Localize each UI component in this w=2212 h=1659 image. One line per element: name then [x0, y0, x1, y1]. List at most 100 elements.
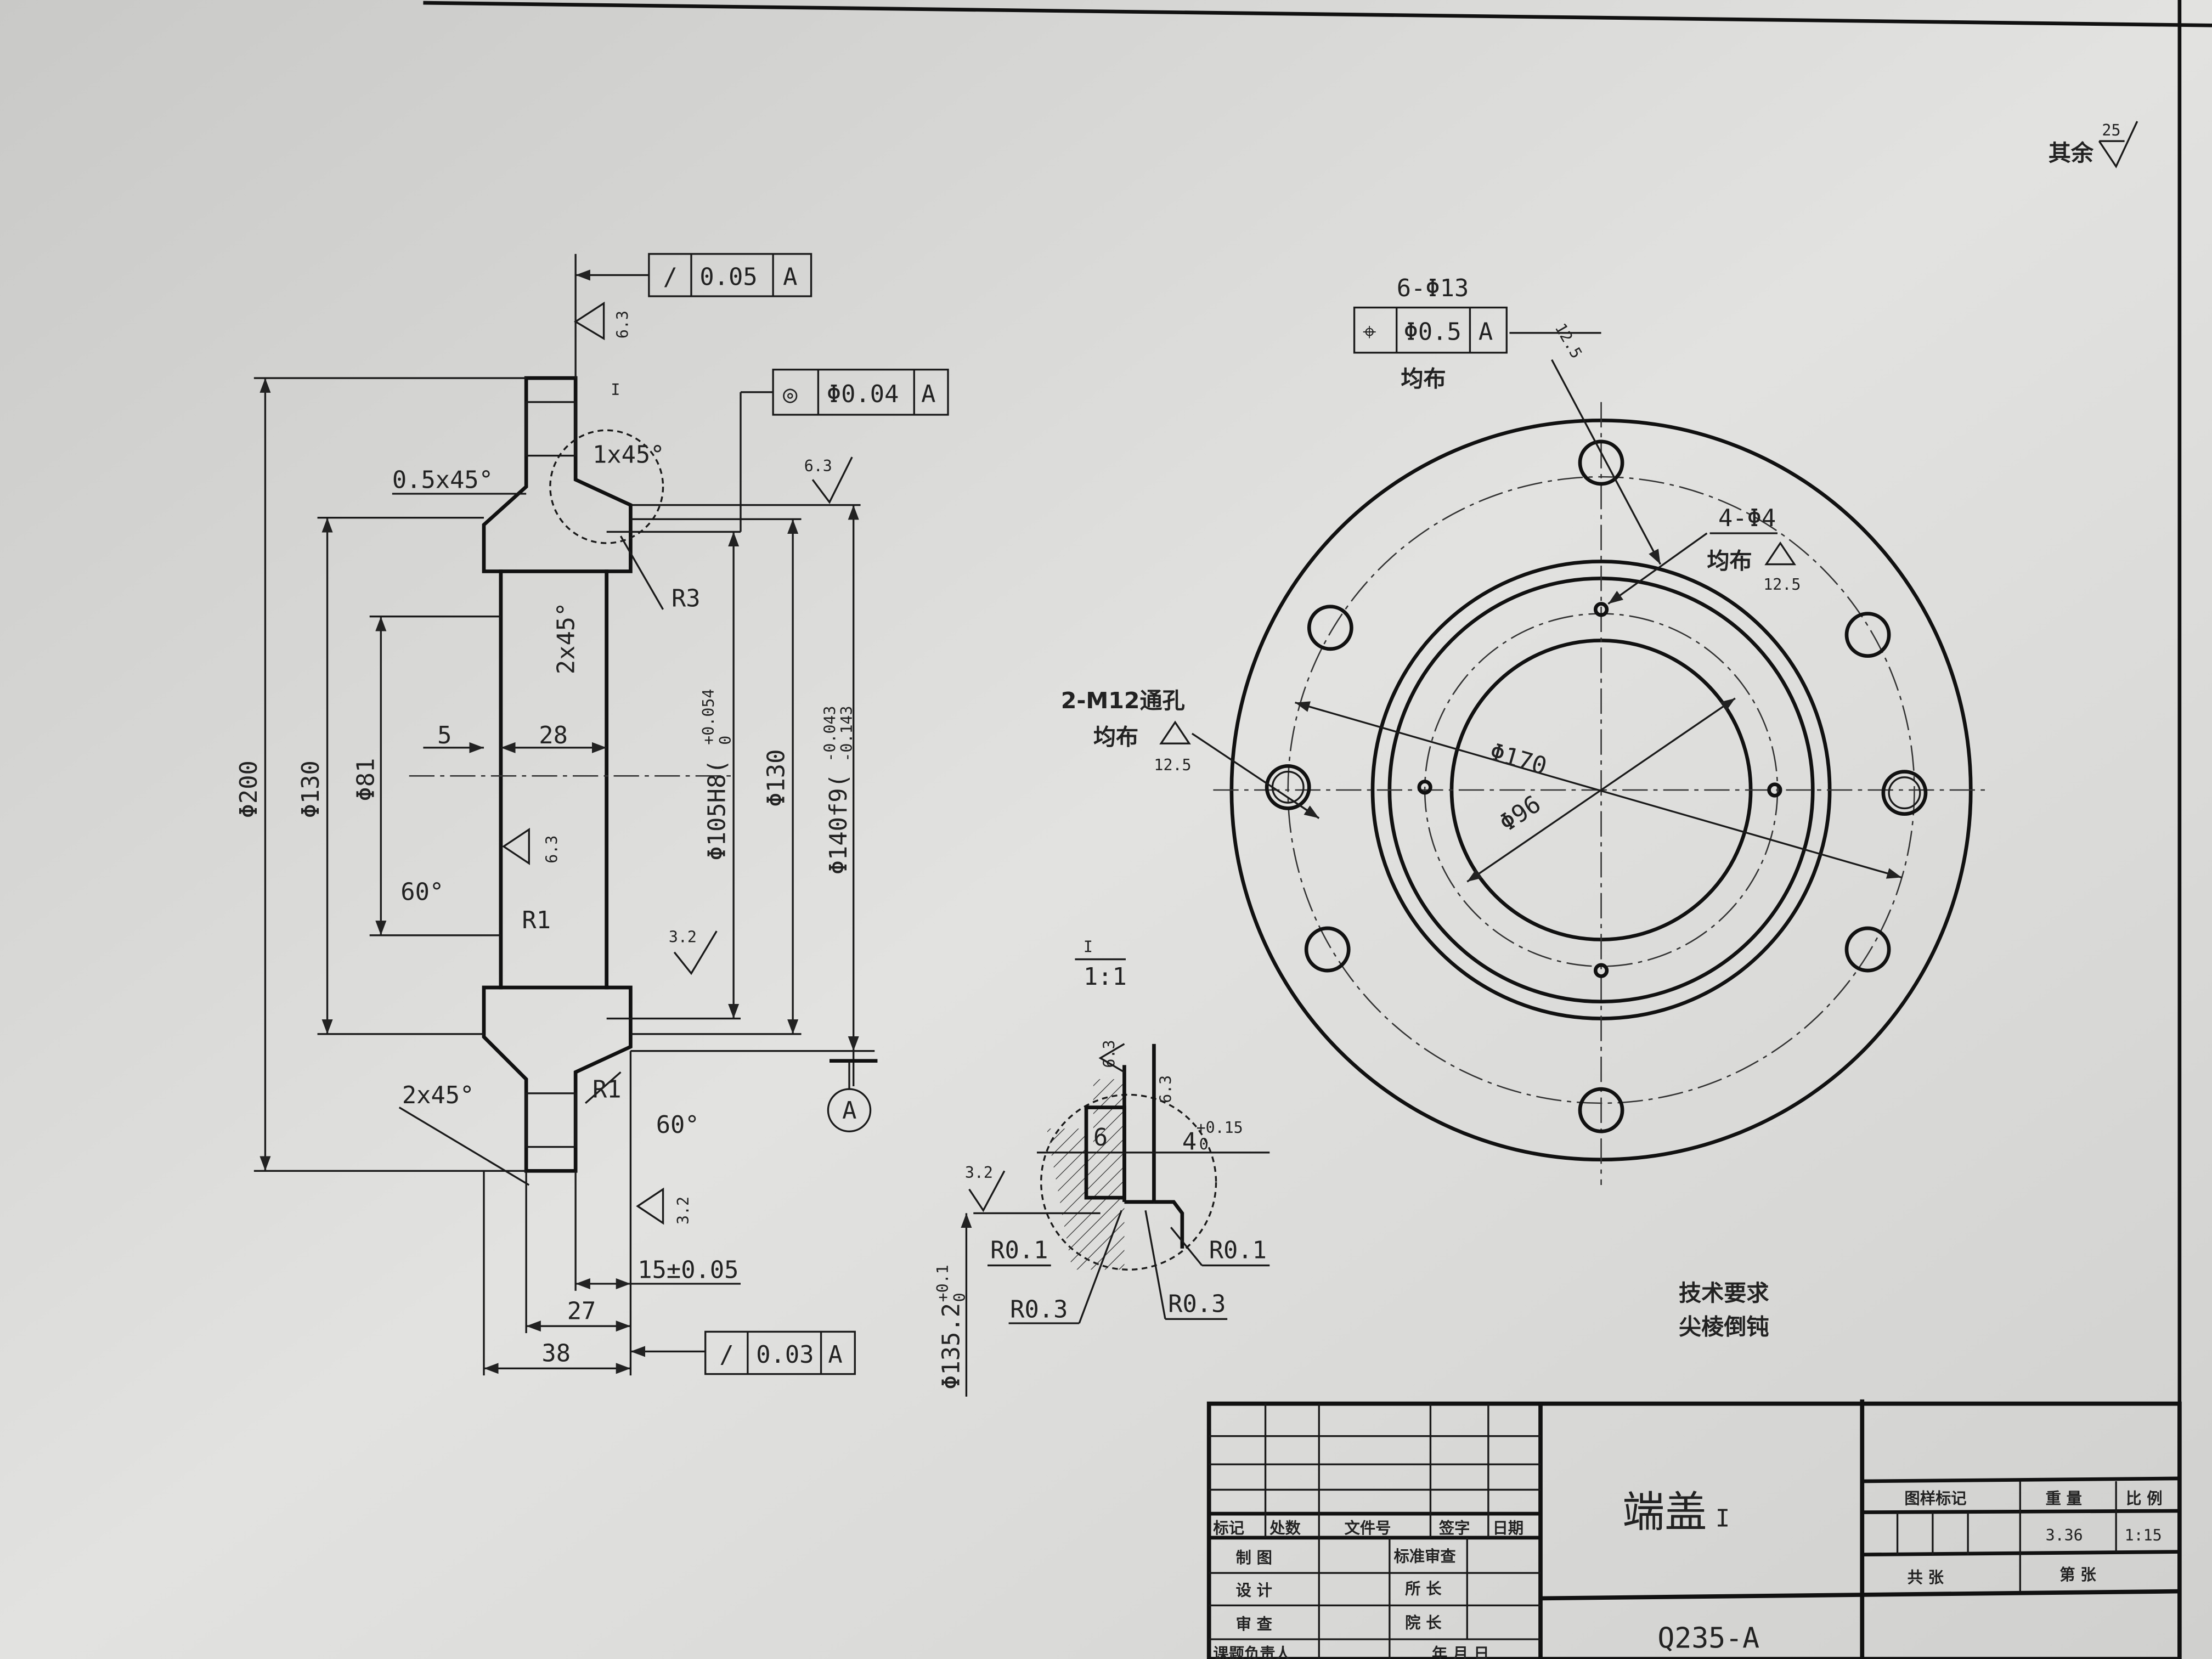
svg-text:共 张: 共 张 — [1908, 1568, 1944, 1587]
part-name: 端盖 — [1622, 1487, 1707, 1537]
svg-text:+0.054: +0.054 — [699, 689, 718, 745]
section-view — [253, 253, 878, 1376]
svg-text:日期: 日期 — [1493, 1519, 1524, 1537]
svg-text:A: A — [828, 1341, 842, 1369]
svg-text:I: I — [611, 381, 620, 399]
svg-text:+0.1: +0.1 — [934, 1265, 952, 1302]
svg-text:设 计: 设 计 — [1236, 1581, 1272, 1599]
svg-text:第 张: 第 张 — [2059, 1566, 2096, 1584]
svg-text:所 长: 所 长 — [1405, 1580, 1442, 1598]
svg-text:A: A — [842, 1097, 856, 1125]
svg-text:3.36: 3.36 — [2046, 1526, 2083, 1544]
svg-text:R0.1: R0.1 — [1209, 1237, 1267, 1265]
svg-text:6.3: 6.3 — [543, 836, 561, 864]
gdt-concentricity: ◎ Φ0.04 A — [740, 369, 949, 532]
svg-text:制 图: 制 图 — [1236, 1549, 1272, 1567]
svg-text:Φ140f9(: Φ140f9( — [825, 774, 853, 874]
part-suffix: I — [1716, 1504, 1730, 1532]
tech-req-item: 尖棱倒钝 — [1679, 1314, 1769, 1340]
other-roughness-note: 其余 25 — [2049, 121, 2138, 168]
svg-text:6.3: 6.3 — [1156, 1075, 1175, 1103]
svg-text:⌖: ⌖ — [1363, 318, 1376, 346]
svg-text:0.05: 0.05 — [699, 263, 757, 291]
gdt-runout-bottom: / 0.03 A — [704, 1330, 856, 1375]
svg-text:Φ130: Φ130 — [763, 749, 791, 807]
svg-text:6: 6 — [1093, 1124, 1108, 1152]
svg-text:Φ135.2: Φ135.2 — [938, 1303, 966, 1390]
svg-text:其余: 其余 — [2049, 140, 2094, 166]
svg-text:1:1: 1:1 — [1084, 963, 1127, 991]
front-view — [1191, 332, 1989, 1185]
bolt-hole-bottom — [525, 1092, 577, 1148]
svg-text:60°: 60° — [656, 1111, 699, 1139]
svg-text:-0.043: -0.043 — [821, 706, 839, 761]
svg-text:I: I — [1084, 938, 1093, 956]
svg-text:R0.1: R0.1 — [990, 1237, 1048, 1265]
svg-text:1x45°: 1x45° — [592, 441, 665, 469]
svg-text:R1: R1 — [592, 1076, 622, 1104]
svg-text:5: 5 — [437, 721, 452, 749]
svg-text:Φ0.04: Φ0.04 — [827, 380, 899, 408]
svg-text:R3: R3 — [672, 585, 701, 613]
svg-text:2x45°: 2x45° — [402, 1081, 475, 1109]
svg-text:2-M12通孔: 2-M12通孔 — [1061, 687, 1185, 714]
svg-text:0.5x45°: 0.5x45° — [392, 466, 493, 494]
svg-text:签字: 签字 — [1439, 1519, 1470, 1537]
svg-text:年 月 日: 年 月 日 — [1432, 1645, 1489, 1659]
material: Q235-A — [1657, 1622, 1759, 1655]
svg-text:图样标记: 图样标记 — [1904, 1489, 1966, 1508]
svg-text:6.3: 6.3 — [804, 457, 832, 475]
tech-req-title: 技术要求 — [1679, 1280, 1769, 1306]
svg-text:/: / — [663, 263, 678, 291]
svg-text:27: 27 — [567, 1297, 596, 1325]
svg-text:6.3: 6.3 — [613, 311, 631, 338]
svg-text:+0.15: +0.15 — [1197, 1119, 1243, 1137]
svg-text:Φ0.5: Φ0.5 — [1404, 318, 1462, 346]
svg-text:3.2: 3.2 — [674, 1197, 692, 1224]
svg-text:60°: 60° — [400, 878, 444, 906]
svg-text:28: 28 — [539, 721, 568, 749]
svg-text:6-Φ13: 6-Φ13 — [1397, 274, 1469, 302]
svg-text:文件号: 文件号 — [1345, 1519, 1391, 1537]
svg-text:0.03: 0.03 — [756, 1341, 814, 1369]
gdt-position: ⌖ Φ0.5 A — [1353, 306, 1508, 354]
svg-text:Φ105H8(: Φ105H8( — [703, 759, 731, 860]
svg-text:Φ200: Φ200 — [235, 760, 263, 818]
svg-text:均布: 均布 — [1401, 366, 1446, 392]
datum-a-circle — [827, 1088, 872, 1132]
svg-text:38: 38 — [541, 1339, 571, 1367]
svg-text:标记: 标记 — [1213, 1519, 1244, 1537]
svg-text:A: A — [783, 263, 797, 291]
svg-text:/: / — [719, 1341, 733, 1369]
svg-text:重 量: 重 量 — [2046, 1489, 2082, 1508]
svg-text:15±0.05: 15±0.05 — [637, 1256, 738, 1284]
svg-text:3.2: 3.2 — [965, 1164, 993, 1182]
gdt-runout-top: / 0.05 A — [648, 253, 812, 297]
svg-text:处数: 处数 — [1269, 1519, 1301, 1537]
svg-text:课题负责人: 课题负责人 — [1213, 1645, 1291, 1659]
svg-text:0: 0 — [1199, 1136, 1209, 1154]
svg-text:3.2: 3.2 — [669, 928, 697, 946]
detail-view: I 1:1 6.3 6.3 6 4 +0.15 0 3.2 R0.1 R0.1 … — [934, 938, 1270, 1397]
svg-text:标准审查: 标准审查 — [1394, 1548, 1457, 1566]
svg-text:Φ130: Φ130 — [297, 760, 325, 818]
svg-text:25: 25 — [2102, 121, 2120, 139]
svg-text:R0.3: R0.3 — [1168, 1290, 1226, 1318]
svg-text:比 例: 比 例 — [2126, 1489, 2162, 1508]
svg-text:4: 4 — [1182, 1128, 1197, 1156]
svg-text:审 查: 审 查 — [1236, 1615, 1273, 1633]
svg-text:0: 0 — [716, 736, 735, 745]
bolt-hole-top — [525, 401, 577, 457]
bore — [499, 569, 609, 990]
detail-circle — [549, 429, 664, 544]
svg-text:均布: 均布 — [1707, 548, 1752, 574]
svg-text:R1: R1 — [522, 906, 551, 934]
svg-text:A: A — [921, 380, 935, 408]
svg-text:12.5: 12.5 — [1154, 756, 1191, 774]
svg-text:2x45°: 2x45° — [552, 602, 580, 675]
svg-text:Φ81: Φ81 — [352, 758, 380, 802]
border-top — [423, 1, 2212, 27]
svg-text:均布: 均布 — [1093, 724, 1138, 751]
